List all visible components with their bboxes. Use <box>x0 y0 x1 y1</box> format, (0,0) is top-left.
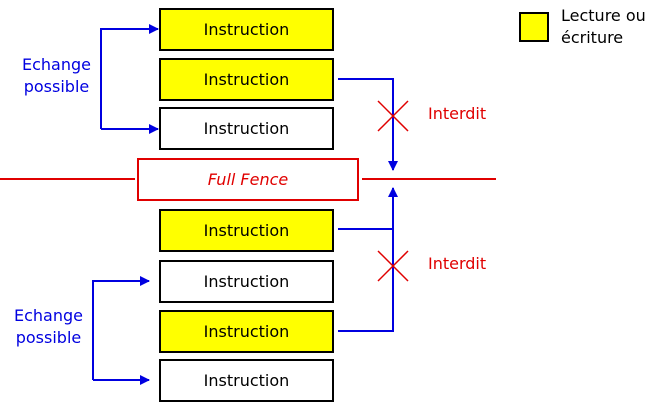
swap-arrow-top <box>100 24 159 129</box>
fence-label: Full Fence <box>207 170 289 189</box>
instruction-label: Instruction <box>203 119 290 138</box>
swap-label-line: Echange <box>22 55 91 74</box>
instruction-label: Instruction <box>203 20 290 39</box>
instruction-label: Instruction <box>203 371 290 390</box>
legend-line: écriture <box>561 28 624 47</box>
instruction-box-6: Instruction <box>159 310 334 353</box>
swap-label-bottom: Echange possible <box>14 305 83 349</box>
forbidden-label-top: Interdit <box>428 104 487 123</box>
forbidden-arrow-bottom <box>338 187 398 332</box>
instruction-label: Instruction <box>203 221 290 240</box>
swap-label-line: Echange <box>14 306 83 325</box>
instruction-label: Instruction <box>203 322 290 341</box>
swap-label-line: possible <box>23 77 90 96</box>
instruction-box-4: Instruction <box>159 209 334 252</box>
legend-text: Lecture ou écriture <box>561 5 646 49</box>
full-fence-box: Full Fence <box>137 158 359 201</box>
forbidden-label-bottom: Interdit <box>428 254 487 273</box>
swap-arrow-bottom <box>92 276 150 380</box>
swap-label-top: Echange possible <box>22 54 91 98</box>
instruction-box-2: Instruction <box>159 58 334 101</box>
cross-icon-top <box>377 100 409 132</box>
instruction-box-3: Instruction <box>159 107 334 150</box>
forbidden-arrow-top <box>338 78 398 171</box>
instruction-label: Instruction <box>203 70 290 89</box>
legend-line: Lecture ou <box>561 6 646 25</box>
cross-icon-bottom <box>377 250 409 282</box>
instruction-box-5: Instruction <box>159 260 334 303</box>
instruction-box-7: Instruction <box>159 359 334 402</box>
instruction-label: Instruction <box>203 272 290 291</box>
instruction-box-1: Instruction <box>159 8 334 51</box>
legend-swatch <box>519 12 549 42</box>
swap-label-line: possible <box>15 328 82 347</box>
